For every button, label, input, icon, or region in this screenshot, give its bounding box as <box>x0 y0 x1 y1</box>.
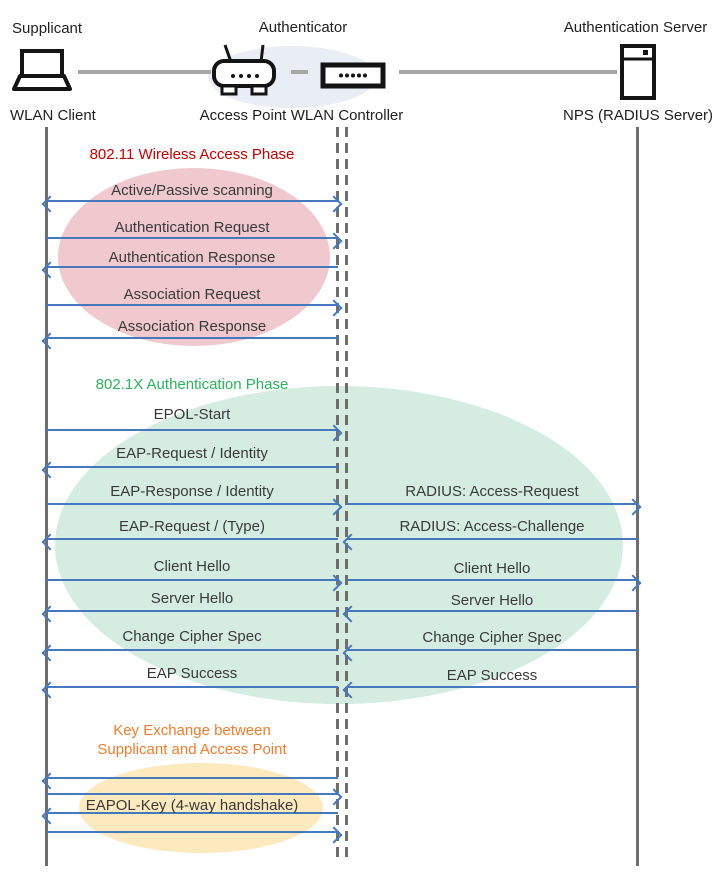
connector-client-ap <box>78 70 211 74</box>
message-label: Association Response <box>117 318 267 335</box>
message-arrow-left <box>46 649 338 651</box>
message-label: Active/Passive scanning <box>111 182 273 199</box>
message-label: EPOL-Start <box>153 406 231 423</box>
message-label: Association Request <box>123 286 261 303</box>
message-label: EAP Success <box>146 665 238 682</box>
message-arrow-right <box>46 237 338 239</box>
message-arrow-left <box>347 686 637 688</box>
message-label: EAP-Request / Identity <box>116 445 268 462</box>
message-label: Server Hello <box>150 590 234 607</box>
wlan-client-lifeline <box>45 127 48 866</box>
handshake-arrow-left <box>46 812 338 814</box>
message-arrow-left <box>347 649 637 651</box>
message-arrow-left <box>46 686 338 688</box>
phase1-title: 802.11 Wireless Access Phase <box>89 146 295 163</box>
message-arrow-left <box>46 337 338 339</box>
connector-ap-controller <box>291 70 308 74</box>
message-label: EAP-Request / (Type) <box>119 518 265 535</box>
message-arrow-both <box>46 200 338 202</box>
message-arrow-right <box>347 503 637 505</box>
role-authenticator: Authenticator <box>258 19 348 36</box>
message-arrow-right <box>46 429 338 431</box>
message-label: Change Cipher Spec <box>422 629 562 646</box>
connector-controller-server <box>399 70 617 74</box>
message-label: EAP Success <box>446 667 538 684</box>
message-label: Change Cipher Spec <box>122 628 262 645</box>
handshake-arrow-right <box>46 831 338 833</box>
message-label: Authentication Request <box>114 219 270 236</box>
message-label: EAP-Response / Identity <box>110 483 274 500</box>
role-supplicant: Supplicant <box>12 20 83 37</box>
message-label: Client Hello <box>153 558 231 575</box>
message-arrow-left <box>46 538 338 540</box>
message-arrow-left <box>46 266 338 268</box>
message-arrow-left <box>347 538 637 540</box>
message-label: RADIUS: Access-Challenge <box>399 518 585 535</box>
message-arrow-left <box>46 610 338 612</box>
nps-server-lifeline <box>636 127 639 866</box>
message-arrow-left <box>347 610 637 612</box>
server-icon <box>619 43 657 101</box>
access-point-icon <box>210 42 278 98</box>
wlan-controller-lifeline-right <box>345 127 348 858</box>
node-label-wlan-client: WLAN Client <box>10 107 96 124</box>
handshake-arrow-right <box>46 793 338 795</box>
wlan-controller-lifeline-left <box>336 127 339 858</box>
node-label-wlan-controller: WLAN Controller <box>290 107 404 124</box>
laptop-icon <box>8 48 76 94</box>
message-label: Server Hello <box>450 592 534 609</box>
message-arrow-left <box>46 466 338 468</box>
message-arrow-right <box>46 579 338 581</box>
phase2-ellipse <box>55 386 623 704</box>
handshake-label: EAPOL-Key (4-way handshake) <box>85 797 299 814</box>
message-arrow-right <box>46 304 338 306</box>
phase3-title-line2: Supplicant and Access Point <box>97 741 287 758</box>
role-authentication-server: Authentication Server <box>563 19 708 36</box>
wlan-controller-icon <box>320 62 386 89</box>
message-label: RADIUS: Access-Request <box>405 483 579 500</box>
node-label-access-point: Access Point <box>199 107 287 124</box>
phase2-title: 802.1X Authentication Phase <box>95 376 289 393</box>
phase3-title-line1: Key Exchange between <box>113 722 271 739</box>
message-label: Client Hello <box>453 560 531 577</box>
phase1-ellipse <box>58 168 330 346</box>
message-arrow-right <box>46 503 338 505</box>
node-label-nps-radius-server: NPS (RADIUS Server) <box>563 107 713 124</box>
handshake-arrow-left <box>46 777 338 779</box>
message-arrow-right <box>347 579 637 581</box>
message-label: Authentication Response <box>108 249 276 266</box>
